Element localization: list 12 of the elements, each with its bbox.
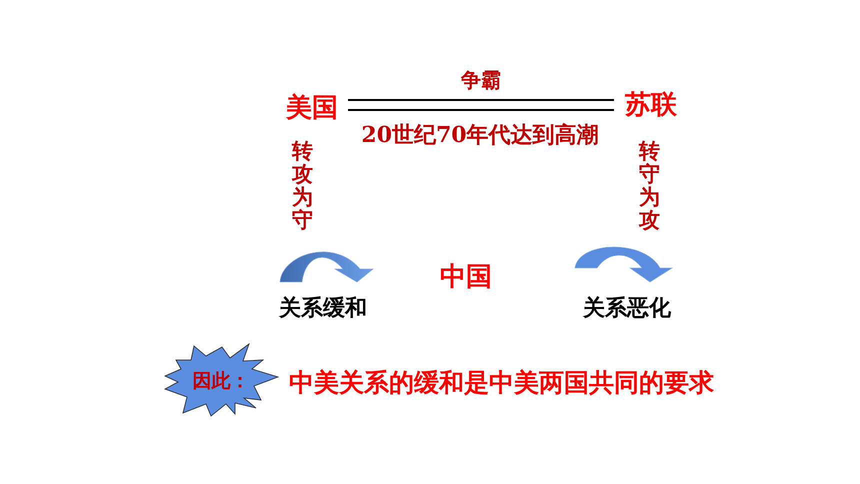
conclusion-sentence: 中美关系的缓和是中美两国共同的要求 [289, 369, 714, 397]
period-note: 20世纪70年代达到高潮 [361, 121, 599, 149]
strategy-label: 转守为攻 [639, 139, 660, 232]
country-label: 苏联 [614, 89, 688, 121]
country-label: 美国 [276, 92, 348, 124]
double-line-connector [347, 99, 615, 111]
strategy-label: 转攻为守 [292, 139, 313, 232]
edge-label: 争霸 [461, 68, 501, 92]
country-label: 中国 [434, 261, 498, 293]
conclusion-label: 因此： [192, 369, 250, 393]
relation-label: 关系缓和 [266, 294, 380, 324]
relation-label: 关系恶化 [570, 294, 684, 324]
